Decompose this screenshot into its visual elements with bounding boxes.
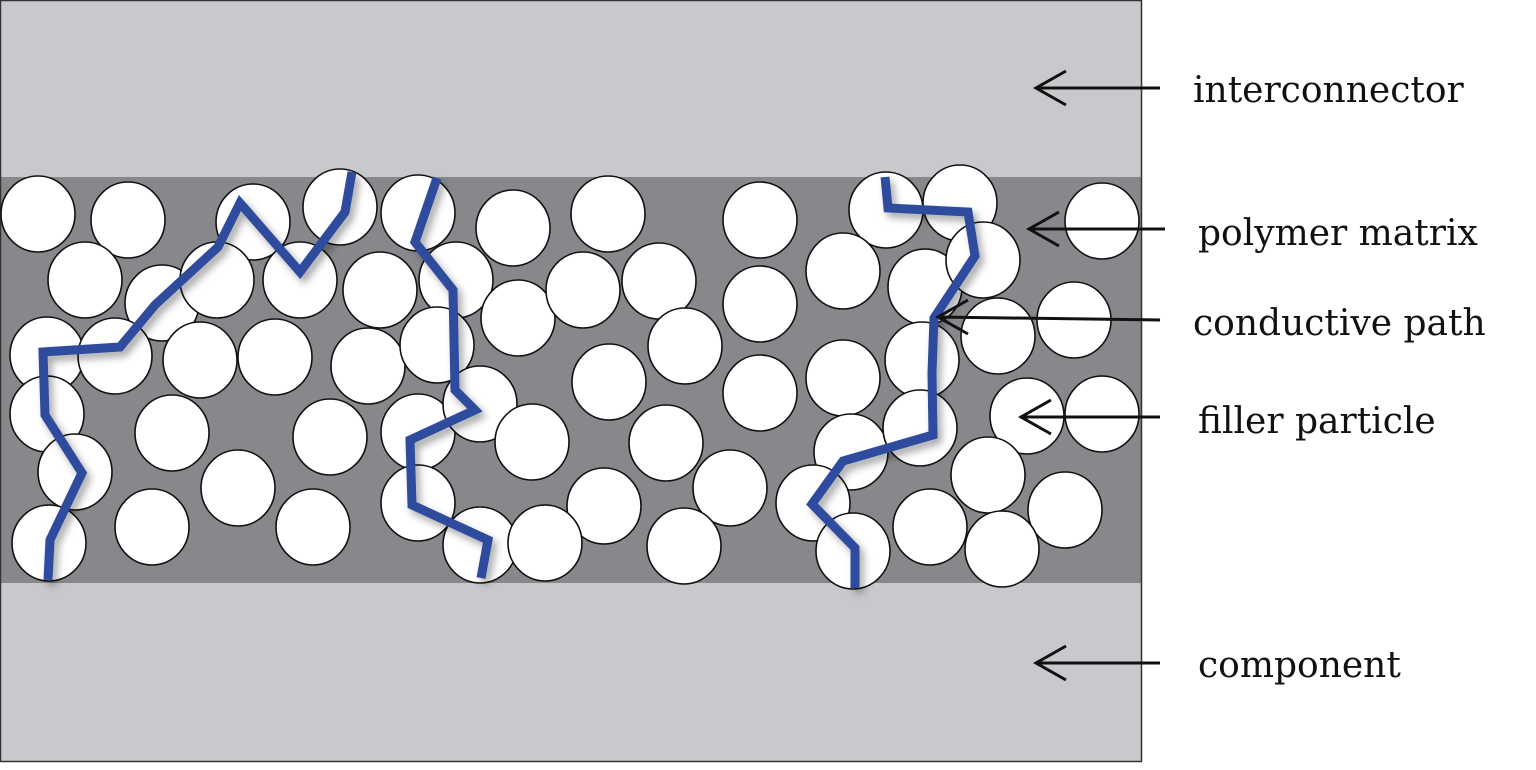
arrow-polymer-matrix: [1025, 210, 1165, 248]
filler-particle: [950, 436, 1026, 514]
filler-particle: [0, 175, 76, 253]
filler-particle: [494, 403, 570, 481]
filler-particle: [545, 251, 621, 329]
filler-particle: [882, 389, 958, 467]
label-filler-particle: filler particle: [1198, 401, 1436, 442]
arrows: [934, 69, 1165, 682]
filler-particle: [628, 404, 704, 482]
filler-particle: [507, 504, 583, 582]
filler-particle: [805, 232, 881, 310]
filler-particle: [200, 449, 276, 527]
filler-particle: [964, 510, 1040, 588]
label-interconnector: interconnector: [1193, 70, 1464, 111]
filler-particle: [37, 433, 113, 511]
filler-particle: [90, 181, 166, 259]
filler-particle: [692, 449, 768, 527]
filler-particle: [884, 321, 960, 399]
filler-particle: [275, 488, 351, 566]
component-layer: [0, 583, 1142, 762]
filler-particle: [722, 354, 798, 432]
filler-particle: [722, 181, 798, 259]
conductive-path: [38, 171, 357, 581]
label-conductive-path: conductive path: [1193, 303, 1486, 344]
diagram-border: [0, 0, 1143, 763]
filler-particle: [134, 394, 210, 472]
filler-particle: [480, 279, 556, 357]
filler-particle: [805, 339, 881, 417]
filler-particle: [162, 321, 238, 399]
filler-particle: [330, 327, 406, 405]
filler-particle: [292, 398, 368, 476]
filler-particle: [1027, 471, 1103, 549]
label-component: component: [1198, 645, 1401, 686]
conductive-path: [405, 176, 494, 579]
label-polymer-matrix: polymer matrix: [1198, 213, 1478, 254]
filler-particle: [566, 467, 642, 545]
filler-particle: [475, 189, 551, 267]
filler-particle: [114, 488, 190, 566]
filler-particle: [1064, 375, 1140, 453]
arrow-component: [1032, 644, 1160, 682]
filler-particle: [722, 265, 798, 343]
arrow-filler-particle: [1017, 398, 1160, 436]
arrow-interconnector: [1032, 69, 1160, 107]
filler-particle: [77, 317, 153, 395]
conductive-path: [806, 176, 980, 588]
conductive-paths: [38, 171, 980, 588]
filler-particle: [892, 488, 968, 566]
filler-particle: [342, 251, 418, 329]
filler-particle: [647, 307, 723, 385]
filler-particle: [646, 507, 722, 585]
filler-particle: [960, 297, 1036, 375]
arrow-conductive-path: [934, 298, 1161, 336]
filler-particle: [262, 241, 338, 319]
filler-particle: [570, 175, 646, 253]
filler-particle: [47, 241, 123, 319]
filler-particle: [237, 318, 313, 396]
filler-particle: [442, 365, 518, 443]
interconnector-layer: [0, 0, 1142, 177]
filler-particle: [1064, 182, 1140, 260]
filler-particle: [302, 168, 378, 246]
filler-particle: [571, 343, 647, 421]
